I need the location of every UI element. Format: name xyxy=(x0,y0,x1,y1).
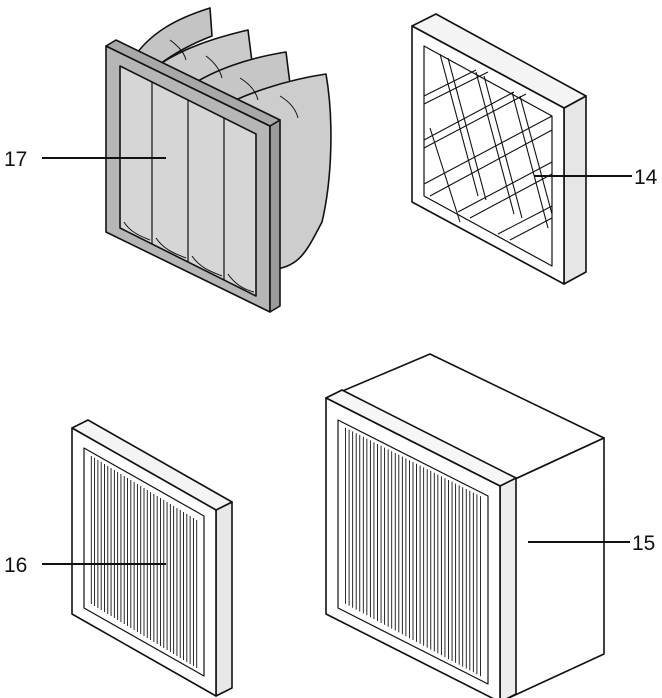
callout-17: 17 xyxy=(4,148,166,171)
flat-filter-pleats xyxy=(90,456,198,668)
compact-box-filter-illustration xyxy=(325,353,605,698)
callout-15: 15 xyxy=(528,532,655,555)
callout-14: 14 xyxy=(534,166,658,189)
callout-16: 16 xyxy=(4,554,166,577)
box-filter-pleats xyxy=(345,427,481,677)
callout-number-16: 16 xyxy=(4,554,27,577)
callout-number-17: 17 xyxy=(4,148,27,171)
panel-filter-illustration xyxy=(411,13,587,285)
callout-number-14: 14 xyxy=(634,166,658,189)
flat-pleated-filter-illustration xyxy=(71,419,233,697)
callout-number-15: 15 xyxy=(632,532,655,555)
bag-filter-illustration xyxy=(105,7,332,313)
